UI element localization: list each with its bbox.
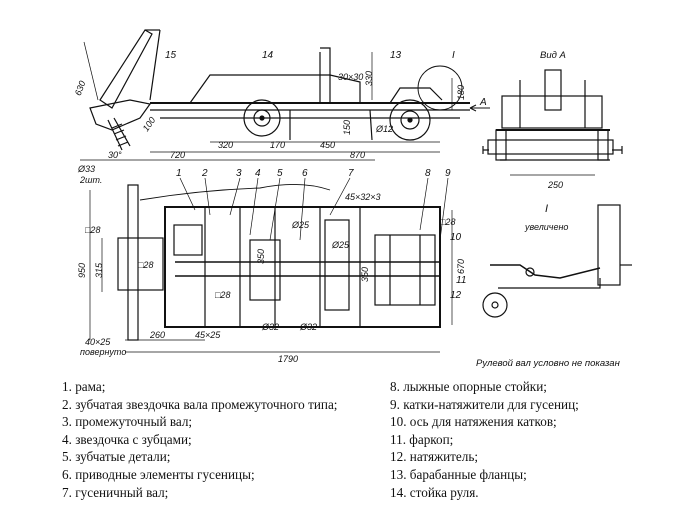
arrow-a-label: А [479,97,487,108]
dim-d32-a: Ø32 [261,322,279,332]
dim-950: 950 [77,263,87,278]
item-number-7: 7 [348,168,354,179]
dim-d33: Ø33 [77,164,95,174]
dim-250: 250 [547,180,563,190]
dim-350-a: 350 [256,249,266,264]
dim-d12: Ø12 [375,124,393,134]
steering-column [99,29,153,109]
drawing-note: Рулевой вал условно не показан [476,358,621,369]
dim-30x30: 30×30 [338,72,363,82]
legend-item: 13. барабанные фланцы; [390,466,527,482]
legend-item: 4. звездочка с зубцами; [62,431,192,447]
item-number-10: 10 [450,232,462,243]
dim-d25-a: Ø25 [291,220,310,230]
legend-item: 2. зубчатая звездочка вала промежуточног… [62,396,338,412]
dim-45x32x3: 45×32×3 [345,192,381,202]
dim-30deg: 30° [108,150,122,160]
detail-marker-top: I [452,50,455,61]
dim-square-28-d: □28 [440,217,455,227]
side-wheel-1 [243,99,281,137]
detail-i-label: I [545,203,548,215]
dim-40x25: 40×25 [85,337,111,347]
legend-item: 6. приводные элементы гусеницы; [62,466,255,482]
front-plate [117,237,164,291]
dim-2sht: 2шт. [79,175,102,185]
dim-320: 320 [218,140,233,150]
view-a-label: Вид А [540,50,566,61]
item-number-1: 1 [176,168,182,179]
item-number-4: 4 [255,168,261,179]
item-number-15: 15 [165,50,177,61]
dim-350-b: 350 [360,267,370,282]
detail-post [597,204,621,286]
dim-1790: 1790 [278,354,298,364]
detail-i-caption: увеличено [524,222,568,232]
seat-frame [189,74,361,104]
dim-170: 170 [270,140,285,150]
item-number-13: 13 [390,50,402,61]
dim-870: 870 [350,150,365,160]
dim-square-28-b: □28 [138,260,153,270]
dim-d25-b: Ø25 [331,240,350,250]
dim-720: 720 [170,150,185,160]
dim-330: 330 [364,71,374,86]
legend-left-column: 1. рама; 2. зубчатая звездочка вала пром… [62,378,337,501]
item-number-3: 3 [236,168,242,179]
item-number-12: 12 [450,290,462,301]
tension-rollers [374,234,436,306]
legend-item: 9. катки-натяжители для гусениц; [390,396,579,412]
technical-drawing: 630 15 14 13 I 30×30 330 180 А 100 30° 1… [73,29,632,369]
dim-square-28-c: □28 [215,290,230,300]
item-number-2: 2 [201,168,208,179]
legend-item: 3. промежуточный вал; [62,414,193,430]
dim-100: 100 [141,115,158,133]
dim-630: 630 [73,79,88,97]
dim-150: 150 [342,120,352,135]
item-number-6: 6 [302,168,308,179]
dim-45x25: 45×25 [195,330,221,340]
dim-square-28-a: □28 [85,225,100,235]
dim-180: 180 [456,85,466,100]
dim-d32-b: Ø32 [299,322,317,332]
legend-item: 1. рама; [62,379,106,394]
legend-item: 11. фаркоп; [390,431,454,447]
front-beam [127,184,139,341]
legend-item: 10. ось для натяжения катков; [390,414,557,430]
view-a [482,69,623,176]
drive-sprocket [249,239,281,301]
dim-670: 670 [456,259,466,274]
item-number-14: 14 [262,50,274,61]
item-number-5: 5 [277,168,283,179]
legend-right-column: 8. лыжные опорные стойки; 9. катки-натяж… [390,378,579,501]
detail-roller [482,292,508,318]
legend-item: 14. стойка руля. [390,484,479,500]
view-a-frame [501,95,603,129]
item-number-9: 9 [445,168,451,179]
detail-marker-circle [417,65,463,111]
plan-view [89,177,453,353]
legend-item: 8. лыжные опорные стойки; [390,379,547,394]
legend-item: 5. зубчатые детали; [62,449,171,465]
item-number-11: 11 [456,275,466,286]
legend-item: 7. гусеничный вал; [62,484,169,500]
detail-i-view [482,204,632,318]
dim-450: 450 [320,140,335,150]
item-number-8: 8 [425,168,431,179]
side-view [80,29,490,161]
dim-povernuto: повернуто [80,347,126,357]
side-wheel-2 [389,99,431,141]
dim-315: 315 [94,262,104,278]
front-ski [89,99,152,131]
dim-260: 260 [149,330,165,340]
legend-item: 12. натяжитель; [390,449,479,465]
